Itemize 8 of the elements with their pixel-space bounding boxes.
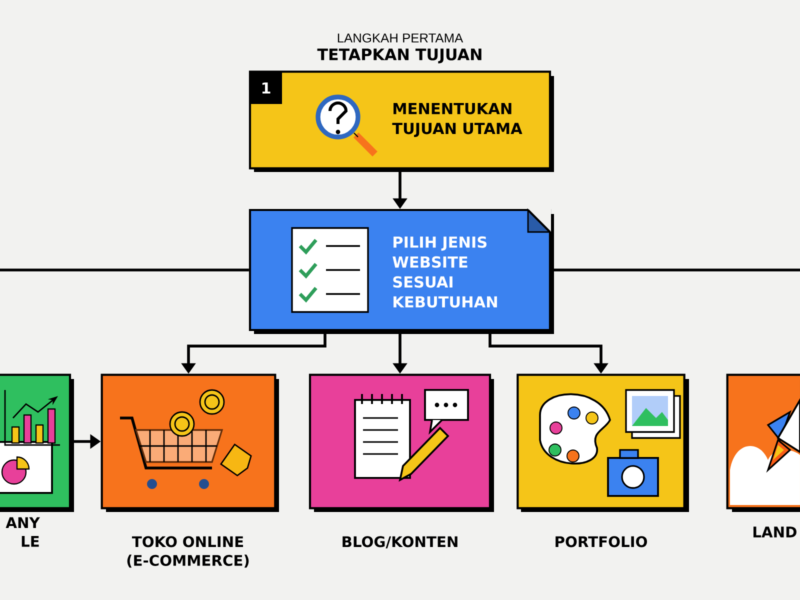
box-caption: PORTFOLIO — [556, 536, 647, 548]
box-caption: BLOG/KONTEN — [342, 536, 458, 548]
box-caption: TOKO ONLINE (E-COMMERCE) — [127, 536, 249, 568]
box-caption: LAND — [753, 526, 796, 538]
box-text: PILIH JENIS WEBSITE SESUAI KEBUTUHAN — [392, 236, 497, 308]
step-heading: TETAPKAN TUJUAN — [317, 48, 482, 64]
step-label: LANGKAH PERTAMA — [338, 33, 464, 43]
box-caption: ANY LE — [6, 517, 40, 547]
